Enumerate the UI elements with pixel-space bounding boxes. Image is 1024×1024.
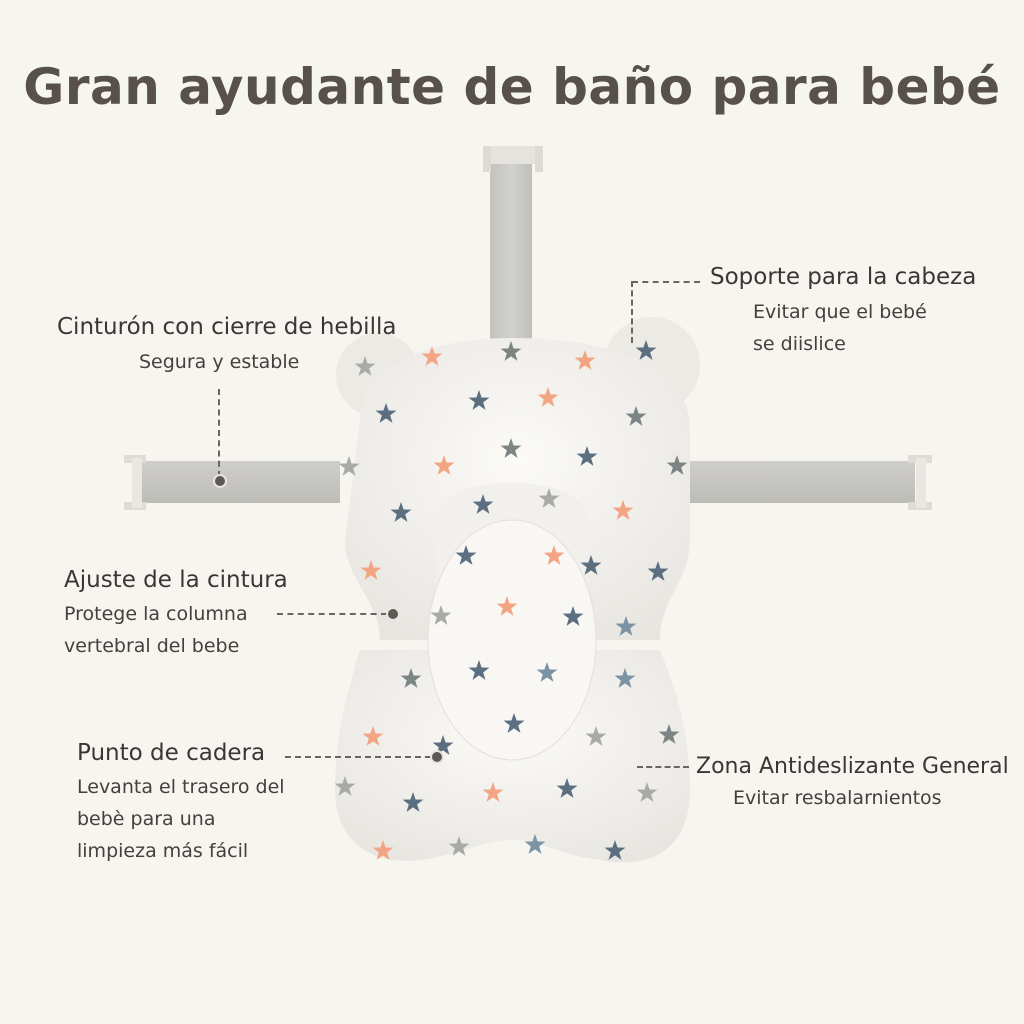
head-support-leader-h (632, 281, 700, 283)
right-strap (685, 455, 932, 510)
callout-line: Evitar resbalarnientos (733, 787, 942, 809)
callout-line: Segura y estable (139, 351, 300, 373)
callout-heading: Ajuste de la cintura (64, 567, 288, 593)
callout-line: se diislice (753, 333, 846, 355)
callout-line: Levanta el trasero del (77, 776, 285, 798)
callout-head-support: Soporte para la cabeza Evitar que el beb… (710, 262, 976, 360)
waist-adjust-marker (386, 607, 400, 621)
callout-line: Evitar que el bebé (753, 301, 927, 323)
hip-point-marker (430, 750, 444, 764)
left-strap (124, 455, 340, 510)
callout-waist-adjust: Ajuste de la cintura Protege la columna … (64, 565, 288, 662)
callout-heading: Zona Antideslizante General (696, 754, 1009, 779)
callout-line: limpieza más fácil (77, 840, 249, 862)
callout-heading: Cinturón con cierre de hebilla (57, 314, 397, 340)
waist-adjust-leader (277, 613, 387, 615)
callout-hip-point: Punto de cadera Levanta el trasero del b… (77, 738, 285, 867)
head-support-leader-v (631, 281, 633, 343)
buckle-belt-marker (213, 474, 227, 488)
callout-heading: Punto de cadera (77, 740, 266, 766)
buckle-belt-leader (218, 389, 220, 477)
callout-line: Protege la columna (64, 603, 248, 625)
callout-buckle-belt: Cinturón con cierre de hebilla Segura y … (57, 312, 396, 378)
callout-line: vertebral del bebe (64, 635, 240, 657)
callout-line: bebè para una (77, 808, 216, 830)
callout-anti-slip: Zona Antideslizante General Evitar resba… (696, 752, 1009, 814)
anti-slip-leader (637, 766, 689, 768)
top-strap (483, 146, 543, 363)
hip-point-leader (285, 756, 431, 758)
page-title: Gran ayudante de baño para bebé (23, 58, 1001, 116)
callout-heading: Soporte para la cabeza (710, 264, 977, 290)
